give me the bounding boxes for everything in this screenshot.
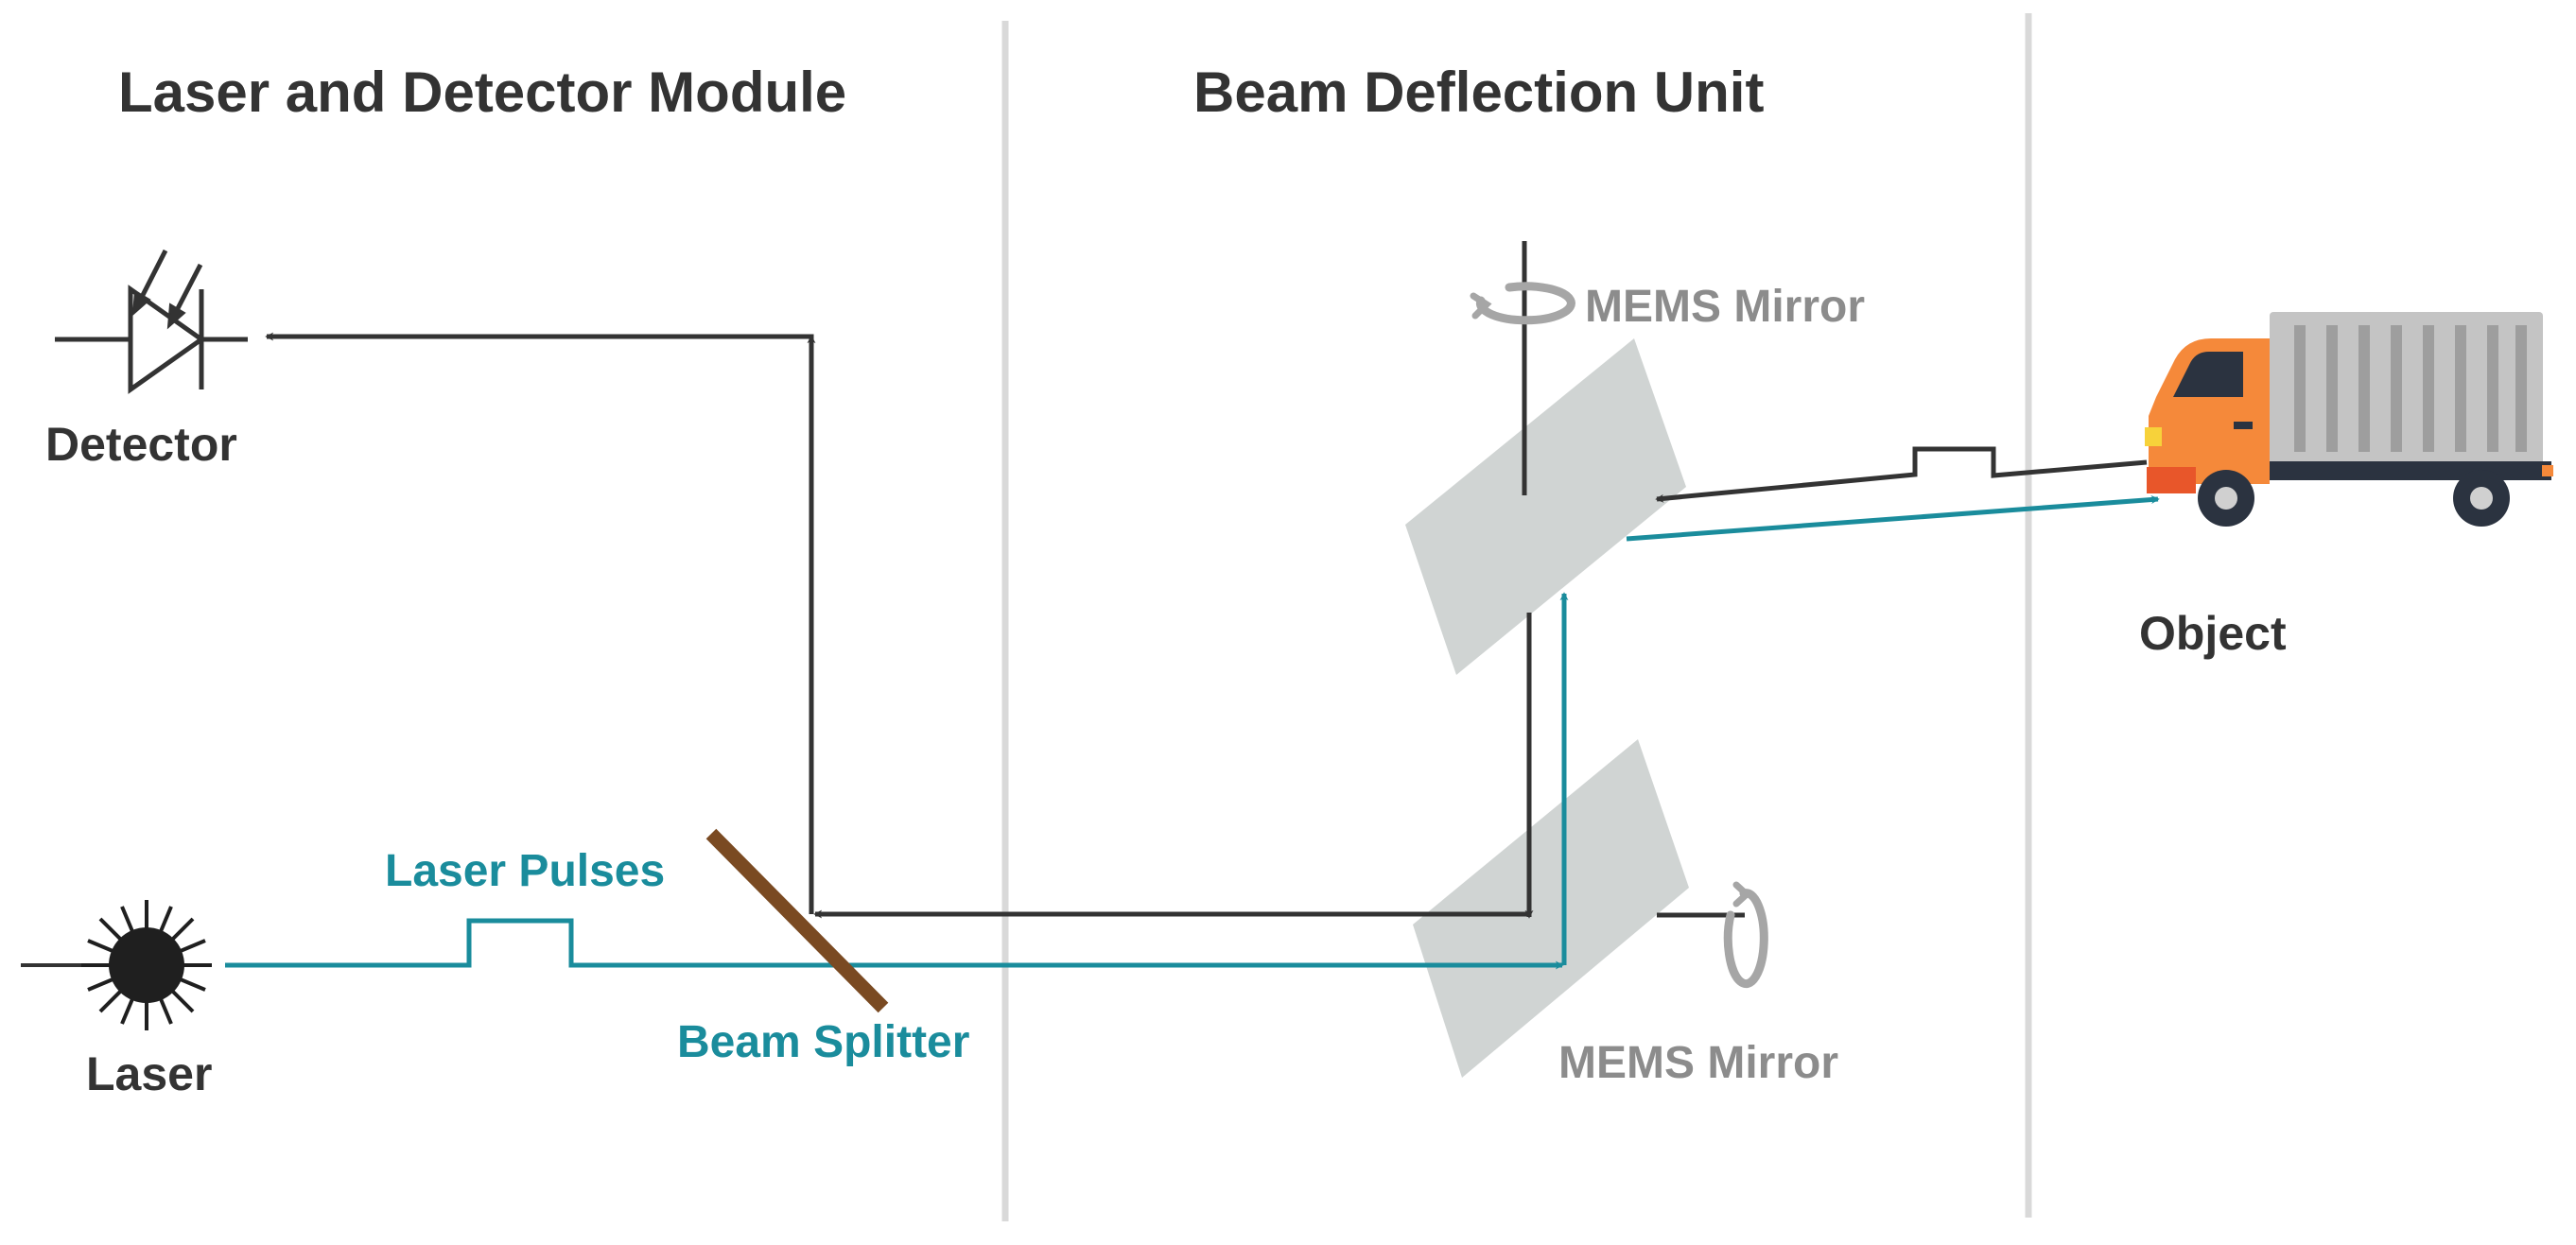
section-title-beam-deflection: Beam Deflection Unit [1193, 61, 1764, 124]
return-beam-splitter-to-detector [265, 332, 814, 914]
beam-splitter [705, 828, 889, 1013]
section-title-laser-detector: Laser and Detector Module [118, 61, 846, 124]
object-label: Object [2139, 607, 2287, 660]
mems-mirror-bottom-label: MEMS Mirror [1558, 1038, 1838, 1088]
mems-mirror-bottom-plate [1413, 739, 1689, 1078]
laser-source-icon [21, 900, 212, 1030]
mems-mirror-top-label: MEMS Mirror [1585, 282, 1865, 332]
mems-mirror-top-plate [1405, 338, 1686, 675]
detector-label: Detector [45, 418, 237, 471]
beam-splitter-label: Beam Splitter [677, 1017, 969, 1067]
truck-icon [2145, 312, 2553, 527]
rotation-arrow-icon [1723, 881, 1768, 989]
return-beam-object-to-mirror [1655, 446, 2148, 503]
laser-pulses-label: Laser Pulses [385, 846, 665, 896]
photodiode-icon [55, 249, 248, 394]
laser-pulse-beam [225, 918, 1564, 970]
rotation-arrow-icon [1470, 282, 1575, 325]
emitted-beam-mirror-to-object [1626, 495, 2160, 542]
laser-label: Laser [86, 1047, 212, 1100]
